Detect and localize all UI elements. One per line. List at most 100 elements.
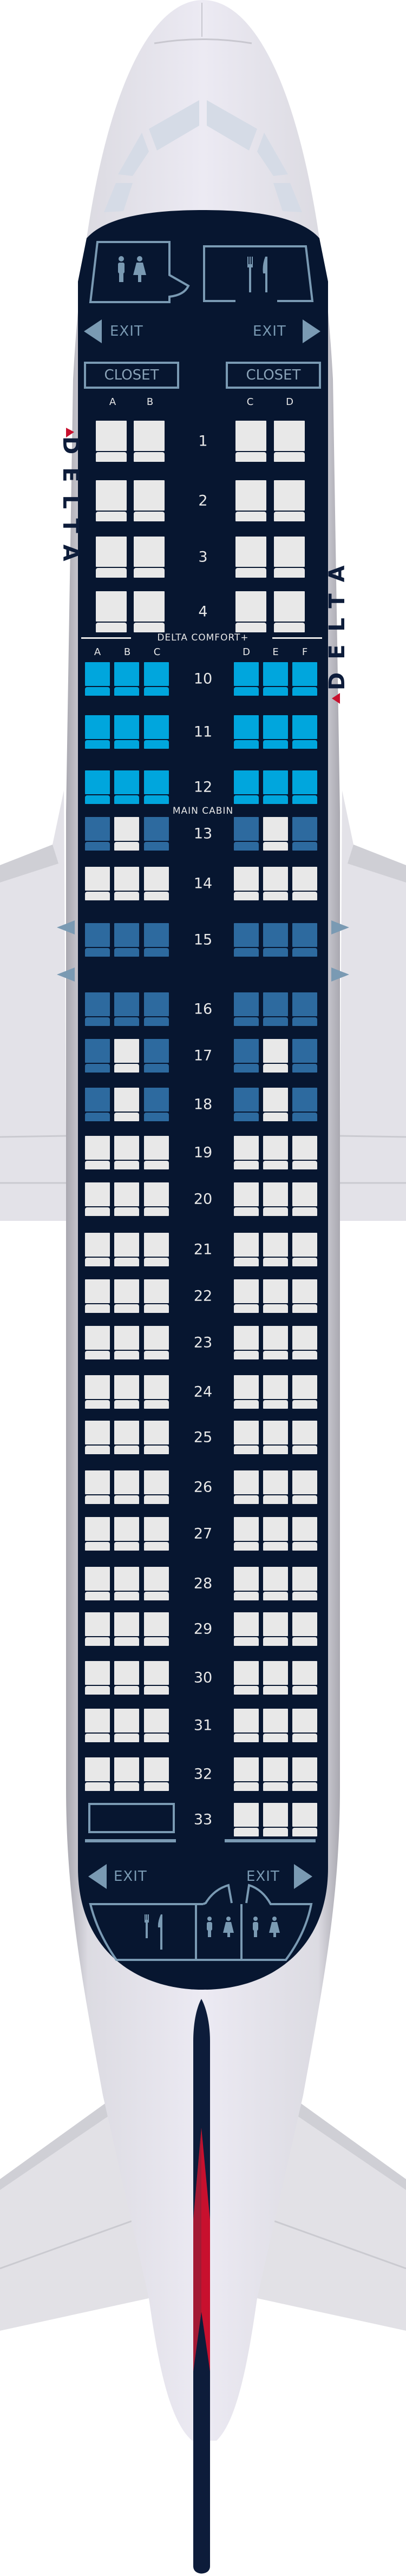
seat-3a[interactable] bbox=[96, 537, 127, 578]
seat-23c[interactable] bbox=[144, 1326, 169, 1359]
seat-30c[interactable] bbox=[144, 1661, 169, 1695]
seat-25b[interactable] bbox=[114, 1421, 139, 1454]
seat-31b[interactable] bbox=[114, 1709, 139, 1742]
seat-32e[interactable] bbox=[263, 1757, 288, 1791]
seat-3c[interactable] bbox=[235, 537, 266, 578]
seat-33f[interactable] bbox=[292, 1803, 317, 1836]
seat-23a[interactable] bbox=[85, 1326, 110, 1359]
seat-4a[interactable] bbox=[96, 591, 127, 632]
seat-15a[interactable] bbox=[85, 923, 110, 957]
seat-27d[interactable] bbox=[234, 1517, 259, 1551]
seat-29f[interactable] bbox=[292, 1612, 317, 1646]
seat-29a[interactable] bbox=[85, 1612, 110, 1646]
seat-28e[interactable] bbox=[263, 1567, 288, 1600]
seat-23e[interactable] bbox=[263, 1326, 288, 1359]
seat-19f[interactable] bbox=[292, 1136, 317, 1169]
seat-11b[interactable] bbox=[114, 715, 139, 749]
seat-26f[interactable] bbox=[292, 1470, 317, 1504]
seat-18d[interactable] bbox=[234, 1088, 259, 1121]
seat-13a[interactable] bbox=[85, 817, 110, 851]
seat-3d[interactable] bbox=[274, 537, 305, 578]
seat-12b[interactable] bbox=[114, 770, 139, 804]
seat-12a[interactable] bbox=[85, 770, 110, 804]
seat-15f[interactable] bbox=[292, 923, 317, 957]
seat-26e[interactable] bbox=[263, 1470, 288, 1504]
seat-30f[interactable] bbox=[292, 1661, 317, 1695]
seat-14d[interactable] bbox=[234, 867, 259, 900]
seat-28d[interactable] bbox=[234, 1567, 259, 1600]
seat-21c[interactable] bbox=[144, 1233, 169, 1266]
seat-25c[interactable] bbox=[144, 1421, 169, 1454]
seat-4b[interactable] bbox=[134, 591, 165, 632]
seat-14f[interactable] bbox=[292, 867, 317, 900]
seat-30a[interactable] bbox=[85, 1661, 110, 1695]
seat-12c[interactable] bbox=[144, 770, 169, 804]
seat-2b[interactable] bbox=[134, 480, 165, 521]
seat-16d[interactable] bbox=[234, 992, 259, 1026]
seat-15e[interactable] bbox=[263, 923, 288, 957]
seat-24b[interactable] bbox=[114, 1375, 139, 1409]
seat-15c[interactable] bbox=[144, 923, 169, 957]
seat-14a[interactable] bbox=[85, 867, 110, 900]
seat-33e[interactable] bbox=[263, 1803, 288, 1836]
seat-17a[interactable] bbox=[85, 1039, 110, 1073]
seat-2c[interactable] bbox=[235, 480, 266, 521]
seat-20f[interactable] bbox=[292, 1182, 317, 1216]
seat-24e[interactable] bbox=[263, 1375, 288, 1409]
seat-27c[interactable] bbox=[144, 1517, 169, 1551]
seat-19d[interactable] bbox=[234, 1136, 259, 1169]
seat-17f[interactable] bbox=[292, 1039, 317, 1073]
seat-24c[interactable] bbox=[144, 1375, 169, 1409]
seat-15d[interactable] bbox=[234, 923, 259, 957]
seat-29b[interactable] bbox=[114, 1612, 139, 1646]
seat-28c[interactable] bbox=[144, 1567, 169, 1600]
seat-20e[interactable] bbox=[263, 1182, 288, 1216]
seat-13e[interactable] bbox=[263, 817, 288, 851]
seat-26c[interactable] bbox=[144, 1470, 169, 1504]
seat-25f[interactable] bbox=[292, 1421, 317, 1454]
seat-13d[interactable] bbox=[234, 817, 259, 851]
seat-27f[interactable] bbox=[292, 1517, 317, 1551]
seat-10a[interactable] bbox=[85, 662, 110, 696]
seat-19c[interactable] bbox=[144, 1136, 169, 1169]
seat-15b[interactable] bbox=[114, 923, 139, 957]
seat-13f[interactable] bbox=[292, 817, 317, 851]
seat-31f[interactable] bbox=[292, 1709, 317, 1742]
seat-2d[interactable] bbox=[274, 480, 305, 521]
seat-22d[interactable] bbox=[234, 1279, 259, 1313]
seat-16b[interactable] bbox=[114, 992, 139, 1026]
seat-32a[interactable] bbox=[85, 1757, 110, 1791]
seat-10b[interactable] bbox=[114, 662, 139, 696]
seat-21d[interactable] bbox=[234, 1233, 259, 1266]
seat-12d[interactable] bbox=[234, 770, 259, 804]
seat-14c[interactable] bbox=[144, 867, 169, 900]
seat-29d[interactable] bbox=[234, 1612, 259, 1646]
seat-4c[interactable] bbox=[235, 591, 266, 632]
seat-21a[interactable] bbox=[85, 1233, 110, 1266]
seat-1a[interactable] bbox=[96, 421, 127, 462]
seat-19a[interactable] bbox=[85, 1136, 110, 1169]
seat-16a[interactable] bbox=[85, 992, 110, 1026]
seat-1b[interactable] bbox=[134, 421, 165, 462]
seat-16f[interactable] bbox=[292, 992, 317, 1026]
seat-31e[interactable] bbox=[263, 1709, 288, 1742]
seat-29e[interactable] bbox=[263, 1612, 288, 1646]
seat-12f[interactable] bbox=[292, 770, 317, 804]
seat-23d[interactable] bbox=[234, 1326, 259, 1359]
seat-24f[interactable] bbox=[292, 1375, 317, 1409]
seat-24a[interactable] bbox=[85, 1375, 110, 1409]
seat-33d[interactable] bbox=[234, 1803, 259, 1836]
seat-26b[interactable] bbox=[114, 1470, 139, 1504]
seat-3b[interactable] bbox=[134, 537, 165, 578]
seat-2a[interactable] bbox=[96, 480, 127, 521]
seat-20a[interactable] bbox=[85, 1182, 110, 1216]
seat-11c[interactable] bbox=[144, 715, 169, 749]
seat-21b[interactable] bbox=[114, 1233, 139, 1266]
seat-32b[interactable] bbox=[114, 1757, 139, 1791]
seat-20d[interactable] bbox=[234, 1182, 259, 1216]
seat-22f[interactable] bbox=[292, 1279, 317, 1313]
seat-10f[interactable] bbox=[292, 662, 317, 696]
seat-16e[interactable] bbox=[263, 992, 288, 1026]
seat-23f[interactable] bbox=[292, 1326, 317, 1359]
seat-21e[interactable] bbox=[263, 1233, 288, 1266]
